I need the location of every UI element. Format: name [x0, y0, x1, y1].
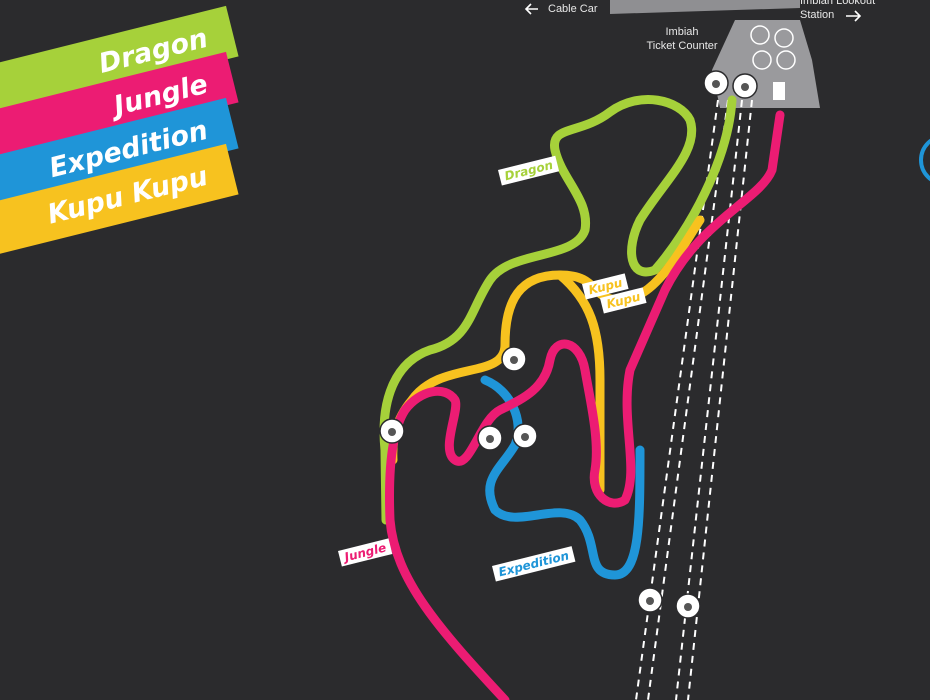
lookout-station-label: Imbiah Lookout Station — [800, 0, 875, 22]
ticket-building — [712, 20, 820, 108]
facility-icon — [752, 50, 772, 70]
cable-car-lines — [635, 99, 753, 700]
arrow-right-icon — [846, 10, 862, 22]
ticket-line-1: Imbiah — [665, 26, 699, 38]
ticket-line-2: Ticket Counter — [646, 40, 718, 52]
cable-car-label: Cable Car — [548, 3, 598, 15]
edge-badge — [919, 138, 930, 182]
facility-icon — [774, 28, 794, 48]
arrow-left-icon — [524, 3, 538, 15]
facility-icon — [750, 25, 770, 45]
lookout-line-2: Station — [800, 9, 835, 21]
facility-icon — [776, 50, 796, 70]
trail-dragon — [379, 95, 737, 525]
trail-jungle — [385, 110, 785, 700]
camera-lenses — [388, 80, 749, 611]
road-top — [610, 0, 800, 14]
ticket-icon — [773, 82, 785, 100]
lookout-line-1: Imbiah Lookout — [800, 0, 876, 7]
ticket-counter-label: Imbiah Ticket Counter — [642, 25, 722, 53]
